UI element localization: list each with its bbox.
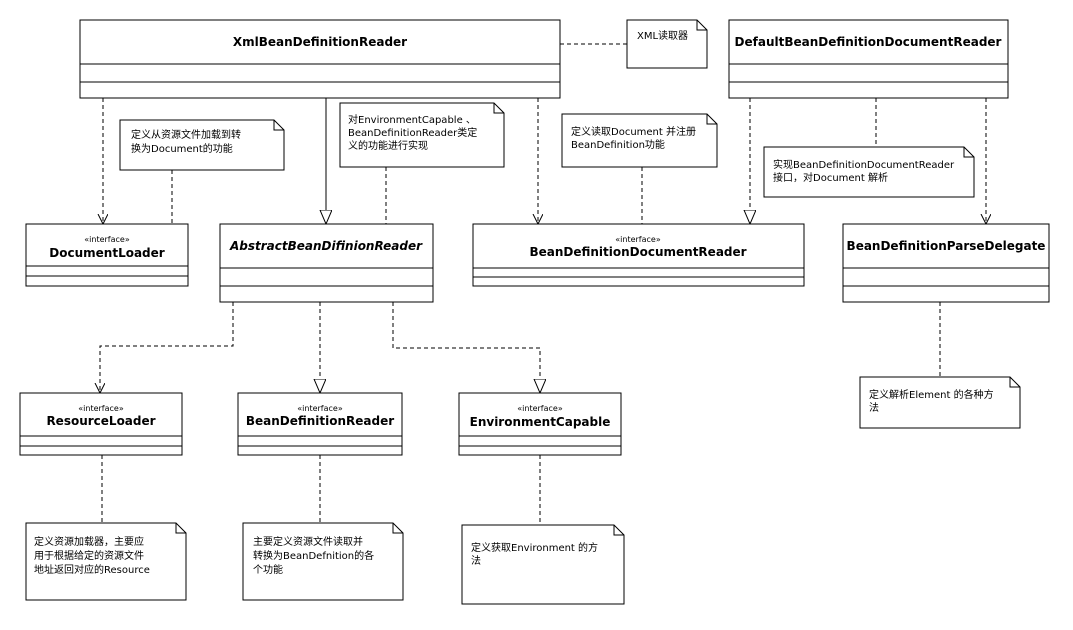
abstract-reader-to-resource-loader <box>100 302 234 393</box>
class-bean-definition-document-reader[interactable]: «interface» BeanDefinitionDocumentReader <box>472 223 805 287</box>
note-parse-delegate: 定义解析Element 的各种方 法 <box>859 376 1021 429</box>
abstract-reader-implements-environment-capable <box>392 302 540 393</box>
class-bean-definition-reader[interactable]: «interface» BeanDefinitionReader <box>237 392 403 456</box>
note-abstract-reader: 对EnvironmentCapable 、 BeanDefinitionRead… <box>339 102 505 168</box>
note-text: 主要定义资源文件读取并 转换为BeanDefnition的各 个功能 <box>253 535 377 576</box>
class-name: XmlBeanDefinitionReader <box>233 35 407 49</box>
class-name: BeanDefinitionParseDelegate <box>847 239 1046 253</box>
stereotype-label: «interface» <box>78 404 124 413</box>
class-name: BeanDefinitionReader <box>246 414 394 428</box>
note-text: XML读取器 <box>637 29 688 42</box>
class-name: ResourceLoader <box>46 414 155 428</box>
class-abstract-bean-difinion-reader[interactable]: AbstractBeanDifinionReader <box>219 223 434 303</box>
class-default-bean-definition-document-reader[interactable]: DefaultBeanDefinitionDocumentReader <box>728 19 1009 99</box>
note-doc-reader: 定义读取Document 并注册 BeanDefinition功能 <box>561 113 718 168</box>
class-document-loader[interactable]: «interface» DocumentLoader <box>25 223 189 287</box>
class-name: DocumentLoader <box>49 246 165 260</box>
class-name: DefaultBeanDefinitionDocumentReader <box>735 35 1002 49</box>
stereotype-label: «interface» <box>615 235 661 244</box>
class-resource-loader[interactable]: «interface» ResourceLoader <box>19 392 183 456</box>
note-environment-capable: 定义获取Environment 的方 法 <box>461 524 625 605</box>
stereotype-label: «interface» <box>84 235 130 244</box>
note-resource-loader: 定义资源加载器，主要应 用于根据给定的资源文件 地址返回对应的Resource <box>25 522 187 601</box>
stereotype-label: «interface» <box>517 404 563 413</box>
class-name: BeanDefinitionDocumentReader <box>529 245 746 259</box>
note-text: 实现BeanDefinitionDocumentReader 接口，对Docum… <box>773 158 957 184</box>
connectors <box>100 43 986 525</box>
note-default-doc-reader: 实现BeanDefinitionDocumentReader 接口，对Docum… <box>763 146 975 198</box>
note-document-loader: 定义从资源文件加载到转 换为Document的功能 <box>119 119 285 171</box>
class-environment-capable[interactable]: «interface» EnvironmentCapable <box>458 392 622 456</box>
note-text: 定义资源加载器，主要应 用于根据给定的资源文件 地址返回对应的Resource <box>34 535 150 576</box>
note-text: 定义从资源文件加载到转 换为Document的功能 <box>131 128 244 155</box>
note-text: 定义获取Environment 的方 法 <box>471 541 601 567</box>
class-bean-definition-parse-delegate[interactable]: BeanDefinitionParseDelegate <box>842 223 1050 303</box>
note-bean-def-reader: 主要定义资源文件读取并 转换为BeanDefnition的各 个功能 <box>242 522 404 601</box>
note-text: 对EnvironmentCapable 、 BeanDefinitionRead… <box>348 113 480 152</box>
note-text: 定义读取Document 并注册 BeanDefinition功能 <box>571 125 699 151</box>
class-name: AbstractBeanDifinionReader <box>229 239 423 253</box>
stereotype-label: «interface» <box>297 404 343 413</box>
note-text: 定义解析Element 的各种方 法 <box>869 388 997 414</box>
class-name: EnvironmentCapable <box>470 415 611 429</box>
class-xml-bean-definition-reader[interactable]: XmlBeanDefinitionReader <box>79 19 561 99</box>
note-xml-reader: XML读取器 <box>626 19 708 69</box>
